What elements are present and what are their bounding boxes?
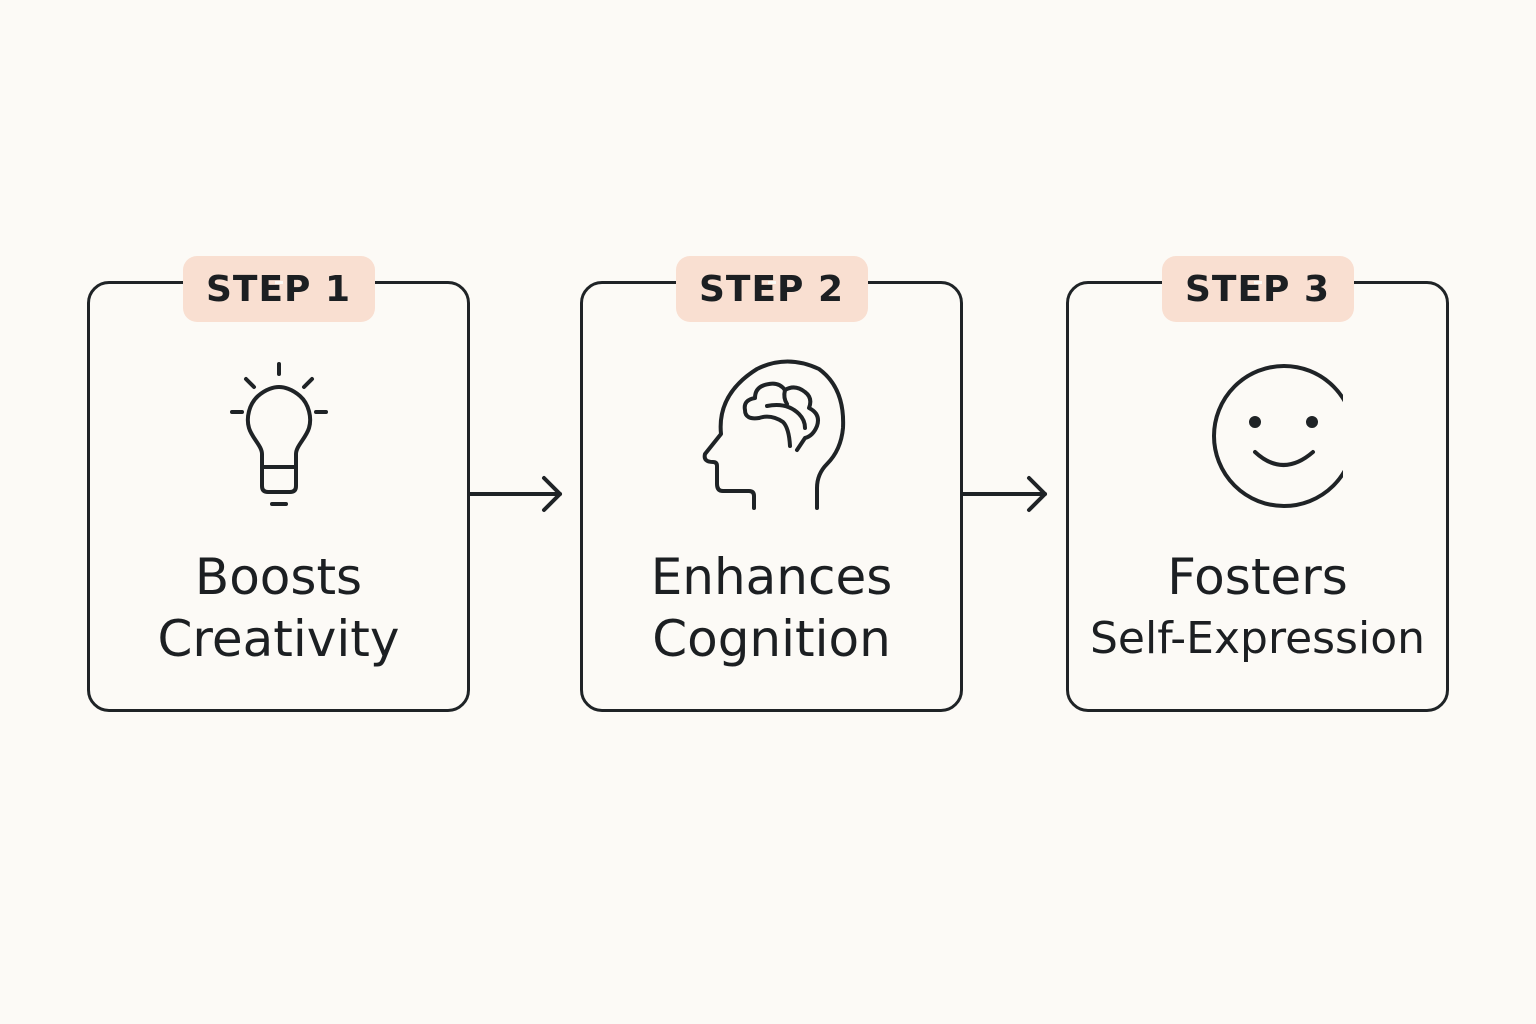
step-card-1: STEP 1 Boosts Creativity [87,256,470,712]
arrow-right-icon [963,476,1047,512]
step-title: Fosters Self-Expression [1069,546,1446,670]
head-brain-icon [702,359,845,510]
step-title-line1: Fosters [1167,548,1348,606]
step-badge: STEP 2 [675,256,868,322]
step-title-line2: Creativity [157,610,400,668]
step-title-line2: Cognition [652,610,891,668]
step-card-2: STEP 2 Enhances Cognition [580,256,963,712]
step-title-line1: Enhances [650,548,893,606]
smiley-face-icon [1211,364,1343,508]
step-badge: STEP 3 [1161,256,1354,322]
step-title: Enhances Cognition [583,546,960,670]
step-title-line1: Boosts [194,548,363,606]
arrow-right-icon [470,476,562,512]
lightbulb-icon [229,362,328,506]
step-badge: STEP 1 [182,256,375,322]
step-title-line2: Self-Expression [1089,613,1426,664]
step-card-3: STEP 3 Fosters Self-Expression [1066,256,1449,712]
step-title: Boosts Creativity [90,546,467,670]
